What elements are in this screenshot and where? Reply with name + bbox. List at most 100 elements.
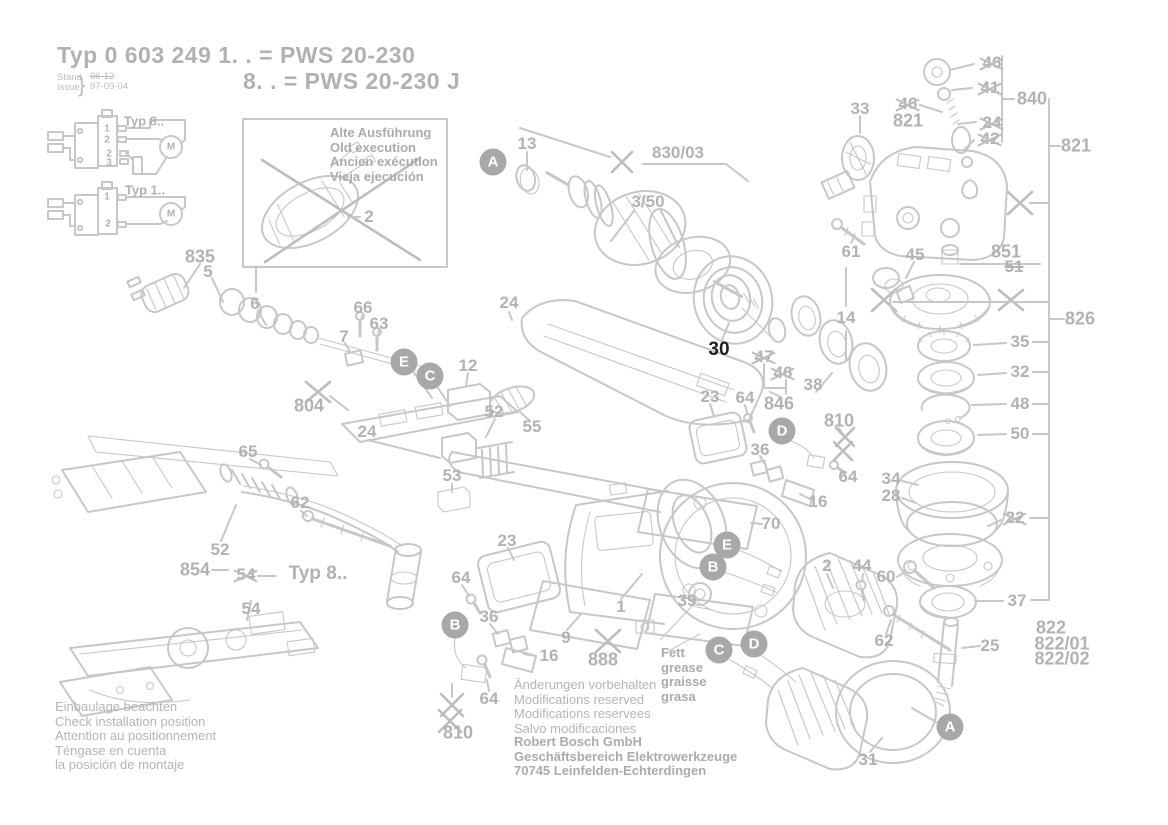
part-label-36: 36 bbox=[479, 607, 499, 626]
grease-line-es: grasa bbox=[661, 688, 696, 704]
install-note-line-en: Check installation position bbox=[55, 713, 206, 729]
part-label-35: 35 bbox=[1010, 332, 1030, 351]
part-label-7: 7 bbox=[339, 327, 349, 346]
part-label-24: 24 bbox=[357, 422, 377, 441]
part-label-33: 33 bbox=[850, 99, 870, 118]
part-label-822: 822 bbox=[1035, 617, 1067, 638]
part-label-23: 23 bbox=[700, 387, 720, 406]
wiring-terminal-typ8-3: 3 bbox=[106, 157, 112, 169]
switch-housing bbox=[51, 435, 339, 513]
part-label-65: 65 bbox=[238, 442, 258, 461]
old-execution-box bbox=[242, 118, 448, 268]
part-label-38: 38 bbox=[803, 375, 823, 394]
motor-letter: M bbox=[166, 141, 176, 153]
part-label-3-50: 3/50 bbox=[631, 192, 665, 211]
part-label-821: 821 bbox=[892, 110, 924, 131]
assembly-badge-C: C bbox=[705, 636, 733, 664]
part-label-66: 66 bbox=[353, 298, 373, 317]
handle-shell bbox=[508, 299, 764, 426]
part-label-60: 60 bbox=[876, 567, 896, 586]
part-label-5: 5 bbox=[203, 262, 213, 281]
ring-chain bbox=[763, 267, 888, 395]
part-label-16: 16 bbox=[808, 492, 828, 511]
part-label-822-01: 822/01 bbox=[1034, 633, 1090, 654]
switch-plate-area bbox=[304, 311, 536, 513]
part-label-39: 39 bbox=[677, 591, 697, 610]
part-label-53: 53 bbox=[442, 466, 462, 485]
old-execution-line-es: Vieja ejecución bbox=[330, 168, 424, 184]
old-execution-line-fr: Ancien exécution bbox=[330, 154, 438, 169]
type-title-line2: 8. . = PWS 20-230 J bbox=[243, 68, 461, 94]
misc-leaders bbox=[255, 265, 780, 397]
stand-issue-brace: } bbox=[78, 72, 86, 97]
part-label-52: 52 bbox=[210, 540, 230, 559]
part-label-32: 32 bbox=[1010, 362, 1030, 381]
company-address: Robert Bosch GmbH Geschäftsbereich Elekt… bbox=[514, 734, 738, 779]
part-label-9: 9 bbox=[561, 628, 571, 647]
part-label-16: 16 bbox=[539, 646, 559, 665]
old-execution-line-en: Old execution bbox=[330, 139, 416, 155]
assembly-badge-C: C bbox=[416, 362, 444, 390]
part-label-64: 64 bbox=[451, 568, 471, 587]
part-label-846: 846 bbox=[763, 393, 795, 414]
part-label-28: 28 bbox=[881, 486, 901, 505]
part-label-6: 6 bbox=[250, 294, 260, 313]
wiring-terminal-typ8-2: 2 bbox=[106, 148, 112, 160]
part-label-22: 22 bbox=[1005, 508, 1025, 527]
part-label-47: 47 bbox=[754, 347, 774, 366]
part-30-bearing-flange bbox=[692, 255, 787, 345]
part-label-48: 48 bbox=[1010, 394, 1030, 413]
part-label-826: 826 bbox=[1064, 308, 1096, 329]
wiring-terminal-typ8-2: 2 bbox=[104, 134, 110, 146]
wiring-diagram-typ8 bbox=[47, 109, 186, 175]
part-label-23: 23 bbox=[497, 531, 517, 550]
issue-label: Issue bbox=[57, 81, 80, 93]
wiring-terminal-typ8-1: 1 bbox=[104, 123, 110, 135]
part-label-36: 36 bbox=[750, 440, 770, 459]
company-division: Geschäftsbereich Elektrowerkzeuge bbox=[514, 748, 738, 764]
part-label-62: 62 bbox=[874, 631, 894, 650]
wiring-typ1-label: Typ 1.. bbox=[124, 182, 166, 198]
wiring-diagram-typ1 bbox=[47, 181, 186, 236]
assembly-badge-B: B bbox=[699, 553, 727, 581]
part-label-34: 34 bbox=[881, 469, 901, 488]
modifications-line-de: Änderungen vorbehalten bbox=[514, 677, 657, 692]
part-label-31: 31 bbox=[858, 750, 878, 769]
grease-note: Fett grease graisse grasa bbox=[661, 645, 707, 704]
part-label-37: 37 bbox=[1007, 591, 1027, 610]
part-label-64: 64 bbox=[735, 388, 755, 407]
d-handle bbox=[249, 439, 728, 570]
company-name: Robert Bosch GmbH bbox=[514, 734, 642, 749]
part-label-30: 30 bbox=[708, 339, 730, 360]
old-execution-line-de: Alte Ausführung bbox=[330, 125, 432, 140]
part-label-13: 13 bbox=[517, 134, 537, 153]
revision-date: 97-09-04 bbox=[90, 80, 129, 92]
part-label-41: 41 bbox=[980, 78, 1000, 97]
install-note-line-fr: Attention au positionnement bbox=[55, 728, 217, 743]
upper-brush-cover-parts bbox=[659, 403, 856, 641]
part-label-888: 888 bbox=[587, 649, 619, 670]
mid-type-label: Typ 8.. bbox=[288, 563, 348, 584]
cutting-guide bbox=[59, 611, 319, 717]
part-label-46: 46 bbox=[773, 363, 793, 382]
revision-dates: 96-12 97-09-04 bbox=[90, 72, 128, 91]
part-label-70: 70 bbox=[761, 514, 781, 533]
stand-label: Stand bbox=[57, 72, 82, 83]
part-label-42: 42 bbox=[980, 129, 1000, 148]
part-label-64: 64 bbox=[838, 467, 858, 486]
part-label-2: 2 bbox=[822, 556, 832, 575]
install-position-note: Einbaulage beachten Check installation p… bbox=[55, 699, 217, 773]
part-label-1: 1 bbox=[616, 597, 626, 616]
old-execution-note: Alte Ausführung Old execution Ancien exé… bbox=[330, 125, 438, 184]
part-label-52: 52 bbox=[484, 402, 504, 421]
part-label-24: 24 bbox=[499, 293, 519, 312]
part-label-804: 804 bbox=[293, 395, 325, 416]
part-label-12: 12 bbox=[458, 356, 478, 375]
assembly-badge-A: A bbox=[936, 713, 964, 741]
company-city: 70745 Leinfelden-Echterdingen bbox=[514, 763, 707, 778]
lower-brush-cover-parts bbox=[437, 540, 562, 734]
stand-issue-labels: Stand Issue bbox=[57, 73, 82, 92]
